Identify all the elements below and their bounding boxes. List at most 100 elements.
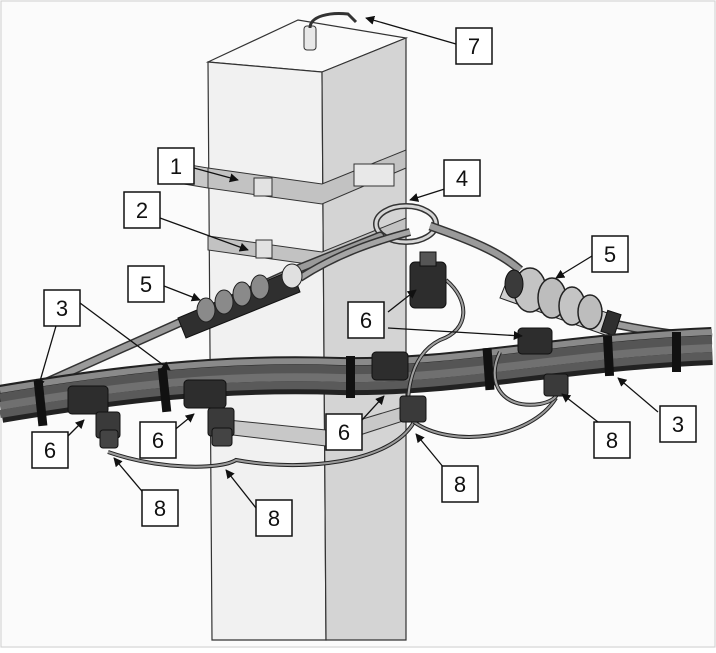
callout-5a: 5 — [127, 265, 165, 303]
leader-5a — [163, 285, 201, 302]
hook-post — [303, 25, 317, 51]
clamp-right-disc-4 — [577, 294, 603, 330]
callout-3b-label: 3 — [672, 412, 684, 437]
callout-3a-label: 3 — [56, 296, 68, 321]
cable-strand-1 — [0, 335, 713, 403]
connector-4-top — [419, 251, 437, 267]
callout-6b-label: 6 — [152, 428, 164, 453]
leader-1 — [193, 167, 239, 183]
clamp-right-tail — [600, 309, 622, 337]
callout-6c-label: 6 — [338, 420, 350, 445]
callout-8c-label: 8 — [454, 472, 466, 497]
callout-6c: 6 — [325, 413, 363, 451]
connector-4 — [409, 251, 447, 309]
callouts: 7 1 2 4 5 5 3 6 — [31, 27, 697, 537]
service-wire-3-core — [407, 279, 465, 401]
pole-side-face — [321, 37, 407, 641]
cable-strand-3 — [0, 352, 713, 418]
callout-2-label: 2 — [136, 198, 148, 223]
cable-strand-4 — [0, 329, 713, 393]
callout-8b-box — [255, 499, 293, 537]
tension-clamp-right — [499, 267, 622, 337]
connector-2-body — [183, 379, 227, 409]
leader-3a-2 — [75, 299, 171, 371]
callout-8a-box — [141, 489, 179, 527]
band-bracket — [353, 163, 395, 187]
callout-6d-label: 6 — [360, 308, 372, 333]
callout-8a: 8 — [141, 489, 179, 527]
clamp-left-rib-4 — [250, 274, 270, 300]
cable-tie-3 — [346, 356, 355, 398]
hook-wire — [308, 12, 358, 29]
callout-6a-label: 6 — [44, 438, 56, 463]
main-cable-bundle — [0, 327, 713, 427]
callout-7-label: 7 — [468, 34, 480, 59]
callout-3b: 3 — [659, 405, 697, 443]
cable-tie-5 — [602, 335, 615, 377]
callout-2: 2 — [123, 191, 161, 229]
connector-3-body — [371, 351, 409, 381]
connector-2-tap — [211, 427, 233, 447]
cable-tie-4 — [482, 347, 495, 391]
callout-4: 4 — [443, 159, 481, 197]
leader-6d-1 — [387, 289, 417, 313]
callout-6d: 6 — [347, 301, 385, 339]
leader-6c — [361, 395, 385, 421]
callout-3a: 3 — [43, 289, 81, 327]
connector-5-body — [517, 327, 553, 355]
clamp-left-end — [281, 263, 303, 289]
callout-1-box — [157, 147, 195, 185]
callout-8b-label: 8 — [268, 506, 280, 531]
connector-1-tap — [99, 429, 119, 449]
clamp-left-rib-2 — [214, 289, 234, 315]
callout-1-label: 1 — [170, 154, 182, 179]
band-2-buckle — [255, 239, 273, 259]
pole-front-face — [207, 61, 327, 641]
connector-3 — [371, 351, 427, 423]
callout-8d: 8 — [593, 421, 631, 459]
piercing-connectors — [67, 251, 569, 449]
leader-3a-1 — [35, 325, 57, 389]
callout-8d-box — [593, 421, 631, 459]
connector-2 — [183, 379, 235, 447]
cable-tie-6 — [672, 332, 681, 372]
service-wire-1-core — [107, 421, 415, 468]
callout-5b-box — [591, 235, 629, 273]
connector-3-cap — [399, 395, 427, 423]
callout-1: 1 — [157, 147, 195, 185]
callout-6a: 6 — [31, 431, 69, 469]
callout-4-label: 4 — [456, 166, 468, 191]
callout-5a-label: 5 — [140, 272, 152, 297]
connector-5-cap — [543, 373, 569, 397]
leader-6d-2 — [387, 327, 523, 341]
callout-8b: 8 — [255, 499, 293, 537]
callout-8c: 8 — [441, 465, 479, 503]
messenger-right — [429, 223, 523, 273]
leader-8d — [561, 393, 599, 423]
leader-lines — [35, 15, 659, 509]
leader-5b — [555, 255, 593, 279]
callout-4-box — [443, 159, 481, 197]
connector-4-body — [409, 261, 447, 309]
messenger-loop — [298, 229, 411, 281]
connector-1-body — [67, 385, 109, 415]
callout-8d-label: 8 — [606, 428, 618, 453]
callout-6b: 6 — [139, 421, 177, 459]
top-hook — [303, 12, 358, 51]
callout-7: 7 — [455, 27, 493, 65]
callout-6b-box — [139, 421, 177, 459]
leader-8b — [225, 469, 257, 509]
clamp-left-rib-1 — [196, 297, 216, 323]
clamp-right-cap — [504, 269, 524, 299]
connector-5 — [517, 327, 569, 397]
cable-tie-2 — [157, 367, 172, 413]
leader-7 — [365, 15, 457, 45]
clamp-left-rib-3 — [232, 281, 252, 307]
callout-7-box — [455, 27, 493, 65]
cable-tie-1 — [33, 379, 48, 427]
callout-5b-label: 5 — [604, 242, 616, 267]
callout-8a-label: 8 — [154, 496, 166, 521]
leader-2 — [159, 217, 249, 252]
callout-3b-box — [659, 405, 697, 443]
